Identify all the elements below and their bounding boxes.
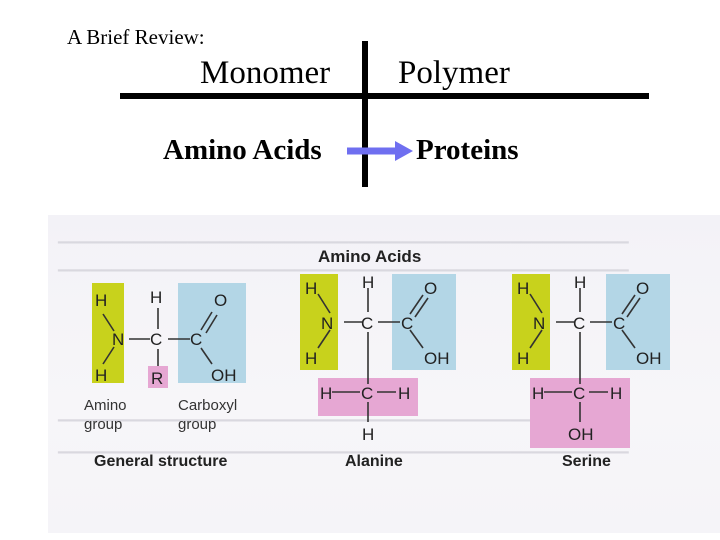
slide-title: A Brief Review: <box>67 25 205 49</box>
carboxyl-group-box <box>178 283 246 383</box>
atom-c: C <box>361 314 374 333</box>
atom-c: C <box>150 330 163 349</box>
atom-h: H <box>362 425 375 444</box>
atom-c: C <box>573 384 586 403</box>
polymer-value: Proteins <box>416 134 519 166</box>
r-group-box <box>148 366 168 388</box>
alanine-carboxyl-group-box <box>392 274 456 370</box>
atom-h: H <box>95 366 108 385</box>
bleed-through-text: ▁▁▁▁▁▁▁▁▁▁▁▁▁▁▁▁▁▁▁▁▁▁▁▁▁▁▁▁▁▁▁▁▁▁▁▁▁▁▁▁… <box>58 255 629 271</box>
r-group: R <box>151 369 164 388</box>
alanine-bonds <box>317 288 429 422</box>
atom-o: O <box>214 291 228 310</box>
atom-h: H <box>398 384 411 403</box>
amino-group-label: Amino group <box>84 397 127 433</box>
alanine-amino-group-box <box>300 274 338 370</box>
monomer-header: Monomer <box>200 55 331 91</box>
atom-h: H <box>95 291 108 310</box>
amino-group-box <box>92 283 124 383</box>
monomer-value: Amino Acids <box>163 134 322 166</box>
atom-c: C <box>190 330 203 349</box>
atom-n: N <box>533 314 546 333</box>
atom-h: H <box>305 349 318 368</box>
atom-oh: OH <box>211 366 237 385</box>
atom-h: H <box>532 384 545 403</box>
atom-o: O <box>636 279 650 298</box>
atom-h: H <box>574 273 587 292</box>
polymer-header: Polymer <box>398 55 510 91</box>
serine-amino-group-box <box>512 274 550 370</box>
serine-hydroxyl: OH <box>568 425 594 444</box>
atom-oh: OH <box>424 349 450 368</box>
atom-c: C <box>401 314 414 333</box>
carboxyl-group-label: Carboxyl group <box>178 397 238 433</box>
atom-c: C <box>573 314 586 333</box>
atom-h: H <box>362 273 375 292</box>
figure-title: Amino Acids <box>318 247 422 266</box>
general-structure-bonds <box>102 308 218 366</box>
atom-h: H <box>320 384 333 403</box>
bleed-through-text: ▁▁▁▁▁▁▁▁▁▁▁▁▁▁▁▁▁▁▁▁▁▁▁▁▁▁▁▁▁▁▁▁▁▁▁▁▁▁▁▁… <box>58 437 629 453</box>
serine-bonds <box>529 288 641 422</box>
monomer-to-polymer-arrow <box>347 141 413 161</box>
table-horizontal-divider <box>120 93 649 99</box>
atom-n: N <box>112 330 125 349</box>
general-structure-caption: General structure <box>94 453 228 470</box>
atom-h: H <box>150 288 163 307</box>
atom-oh: OH <box>636 349 662 368</box>
atom-n: N <box>321 314 334 333</box>
bleed-through-text: ▁▁▁▁▁▁▁▁▁▁▁▁▁▁▁▁▁▁▁▁▁▁▁▁▁▁▁▁▁▁▁▁▁▁▁▁▁▁▁▁… <box>58 227 629 243</box>
atom-h: H <box>305 279 318 298</box>
atom-h: H <box>517 349 530 368</box>
atom-c: C <box>361 384 374 403</box>
atom-h: H <box>517 279 530 298</box>
alanine-caption: Alanine <box>345 453 403 470</box>
atom-o: O <box>424 279 438 298</box>
serine-caption: Serine <box>562 453 611 470</box>
atom-h: H <box>610 384 623 403</box>
serine-carboxyl-group-box <box>606 274 670 370</box>
atom-c: C <box>613 314 626 333</box>
table-vertical-divider <box>362 41 368 187</box>
